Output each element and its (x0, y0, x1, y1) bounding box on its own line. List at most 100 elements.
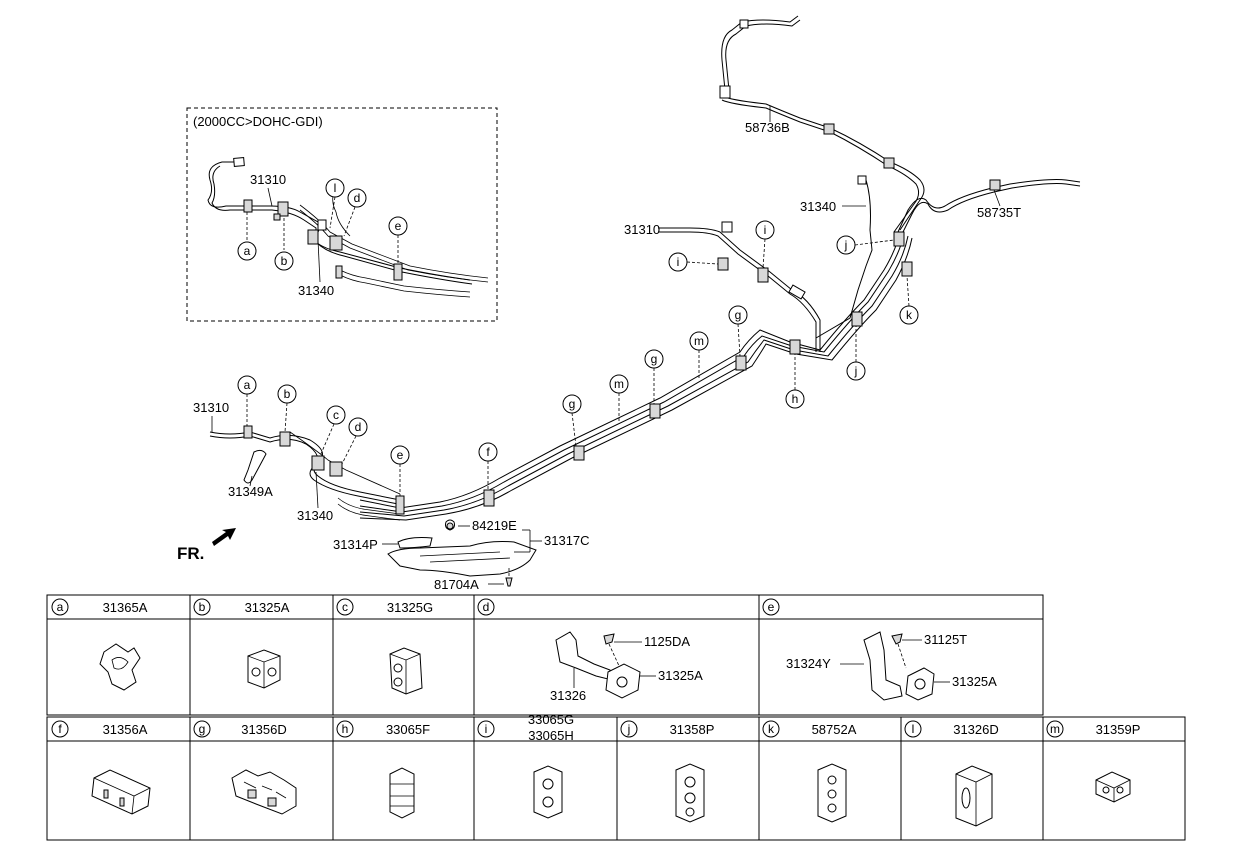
svg-text:m: m (1050, 722, 1060, 736)
callout-g-2: g (644, 349, 664, 404)
callout-j-1: j (846, 326, 866, 381)
svg-text:j: j (854, 364, 858, 378)
svg-text:b: b (281, 254, 288, 268)
label-31310-right: 31310 (624, 222, 660, 237)
svg-text:d: d (483, 600, 490, 614)
part-b-drawing (247, 649, 281, 689)
d-bolt-label: 1125DA (644, 634, 690, 649)
d-clip-label: 31325A (658, 668, 703, 683)
e-bolt-label: 31125T (924, 632, 967, 647)
cell-d-header: d (477, 598, 495, 616)
cell-g-header: g 31356D (193, 720, 287, 738)
inset-callout-e: e (388, 216, 408, 264)
svg-text:k: k (906, 308, 913, 322)
svg-text:33065H: 33065H (528, 728, 574, 743)
svg-text:33065G: 33065G (528, 712, 574, 727)
svg-text:e: e (395, 219, 402, 233)
svg-text:33065F: 33065F (386, 722, 430, 737)
svg-text:31356A: 31356A (103, 722, 148, 737)
svg-text:m: m (614, 377, 624, 391)
svg-text:h: h (792, 392, 799, 406)
cell-a-header: a 31365A (51, 598, 148, 616)
svg-text:i: i (485, 722, 488, 736)
callout-j-2: j (836, 235, 895, 255)
part-i-drawing (533, 765, 563, 819)
label-31314P: 31314P (333, 537, 378, 552)
svg-text:31356D: 31356D (241, 722, 287, 737)
svg-text:f: f (58, 722, 62, 736)
inset-callout-a: a (237, 212, 257, 261)
part-c-drawing (389, 647, 423, 695)
cell-k-header: k 58752A (762, 720, 857, 738)
svg-text:31325A: 31325A (245, 600, 290, 615)
callout-d: d (341, 417, 368, 465)
svg-text:i: i (677, 255, 680, 269)
part-j-drawing (675, 763, 705, 823)
svg-text:e: e (397, 448, 404, 462)
front-direction-marker: FR. (177, 528, 236, 563)
cell-m-header: m 31359P (1046, 720, 1141, 738)
callout-m-2: m (689, 331, 709, 378)
callout-b: b (277, 384, 297, 433)
svg-text:31326D: 31326D (953, 722, 999, 737)
front-arrow-icon (212, 528, 236, 546)
svg-text:d: d (354, 191, 361, 205)
inset-callout-d: d (343, 188, 367, 237)
svg-text:31359P: 31359P (1096, 722, 1141, 737)
d-bracket-label: 31326 (550, 688, 586, 703)
e-clip-label: 31325A (952, 674, 997, 689)
svg-text:g: g (651, 352, 658, 366)
cell-e-header: e (762, 598, 780, 616)
callout-k: k (899, 275, 919, 325)
svg-text:c: c (333, 408, 339, 422)
callout-e: e (390, 445, 410, 496)
inset-variant-label: (2000CC>DOHC-GDI) (193, 114, 323, 129)
cell-f-header: f 31356A (51, 720, 148, 738)
svg-text:e: e (768, 600, 775, 614)
callout-g-3: g (728, 305, 748, 357)
callout-f: f (478, 442, 498, 490)
svg-text:a: a (57, 600, 64, 614)
part-m-drawing (1095, 771, 1131, 803)
svg-text:d: d (355, 420, 362, 434)
svg-text:58752A: 58752A (812, 722, 857, 737)
svg-text:l: l (334, 181, 337, 195)
svg-text:l: l (912, 722, 915, 736)
skid-plate-group: 84219E 31314P 31317C 81704A (333, 518, 590, 592)
svg-text:i: i (764, 223, 767, 237)
label-31349A: 31349A (228, 484, 273, 499)
front-label: FR. (177, 544, 204, 563)
cell-l-header: l 31326D (904, 720, 999, 738)
svg-text:a: a (244, 378, 251, 392)
inset-callout-l: l (325, 178, 345, 229)
svg-text:c: c (342, 600, 348, 614)
svg-text:f: f (486, 445, 490, 459)
callout-g-1: g (562, 394, 582, 447)
callout-h: h (785, 354, 805, 409)
svg-text:g: g (199, 722, 206, 736)
callout-i-2: i (755, 220, 775, 269)
svg-text:g: g (569, 397, 576, 411)
part-l-drawing (955, 765, 993, 827)
callout-m-1: m (609, 374, 629, 422)
svg-text:k: k (768, 722, 775, 736)
inset-label-31340: 31340 (298, 283, 334, 298)
part-f-drawing (91, 769, 151, 815)
svg-text:j: j (844, 238, 848, 252)
svg-text:31365A: 31365A (103, 600, 148, 615)
engine-variant-inset: (2000CC>DOHC-GDI) a b l d e 31310 31340 (186, 107, 498, 322)
inset-pipes (207, 157, 489, 298)
callout-a: a (237, 375, 257, 426)
callout-c: c (319, 405, 346, 457)
label-58735T: 58735T (977, 205, 1021, 220)
label-31310-main: 31310 (193, 400, 229, 415)
svg-text:a: a (244, 244, 251, 258)
svg-text:j: j (627, 722, 631, 736)
svg-text:b: b (284, 387, 291, 401)
svg-text:m: m (694, 334, 704, 348)
